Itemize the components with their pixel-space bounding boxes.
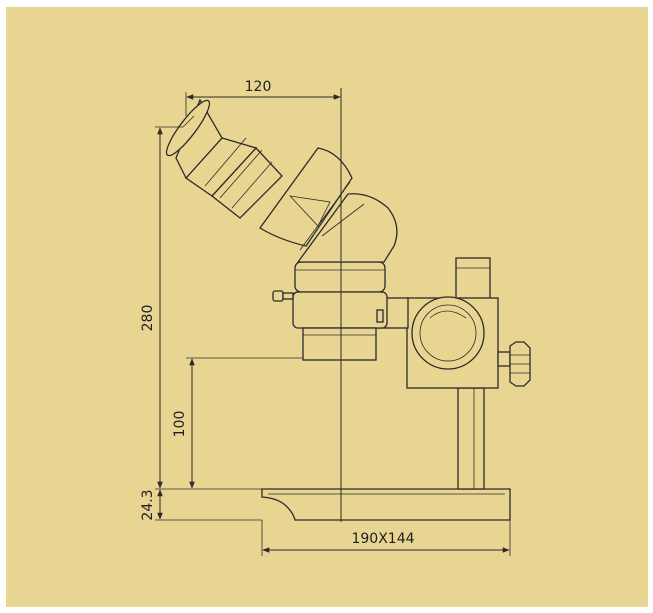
label-120: 120 (245, 79, 272, 95)
label-24-3: 24.3 (140, 489, 156, 520)
label-280: 280 (140, 305, 156, 332)
extension-lines (155, 92, 511, 556)
binocular-head (259, 147, 398, 263)
post-cap (455, 257, 491, 301)
zoom-body (292, 261, 388, 361)
label-100: 100 (172, 411, 188, 438)
label-190x144: 190X144 (351, 531, 414, 547)
tension-knob (497, 341, 531, 387)
eyepiece-tube (165, 98, 283, 219)
side-screw (272, 290, 384, 323)
pillar (457, 387, 485, 490)
base-plate (261, 488, 511, 521)
focus-knob (411, 296, 485, 370)
